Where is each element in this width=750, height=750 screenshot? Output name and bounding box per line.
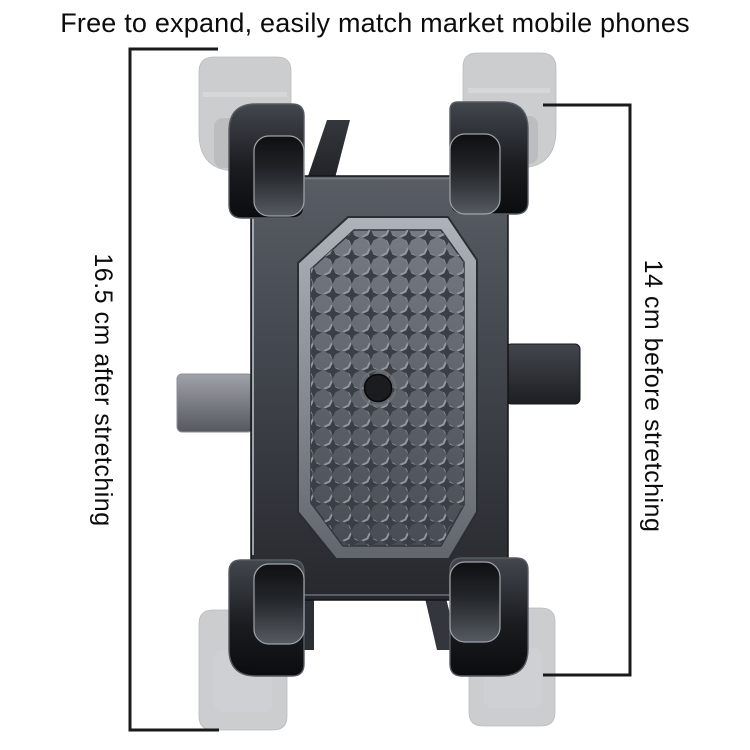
dimension-bracket-left (128, 47, 219, 732)
dimension-label-left: 16.5 cm after stretching (89, 253, 117, 527)
side-arm-left (176, 373, 254, 433)
grip-bottom-right (449, 557, 529, 677)
mounting-hole (359, 369, 397, 407)
grip-top-left (228, 103, 305, 219)
headline: Free to expand, easily match market mobi… (60, 8, 690, 38)
grip-top-right (449, 101, 529, 215)
slide-rail-top-left (306, 120, 350, 182)
dimension-bracket-right (543, 103, 632, 677)
grip-bottom-left (228, 559, 305, 677)
dimension-label-right: 14 cm before stretching (639, 259, 667, 533)
side-arm-right (505, 343, 581, 405)
